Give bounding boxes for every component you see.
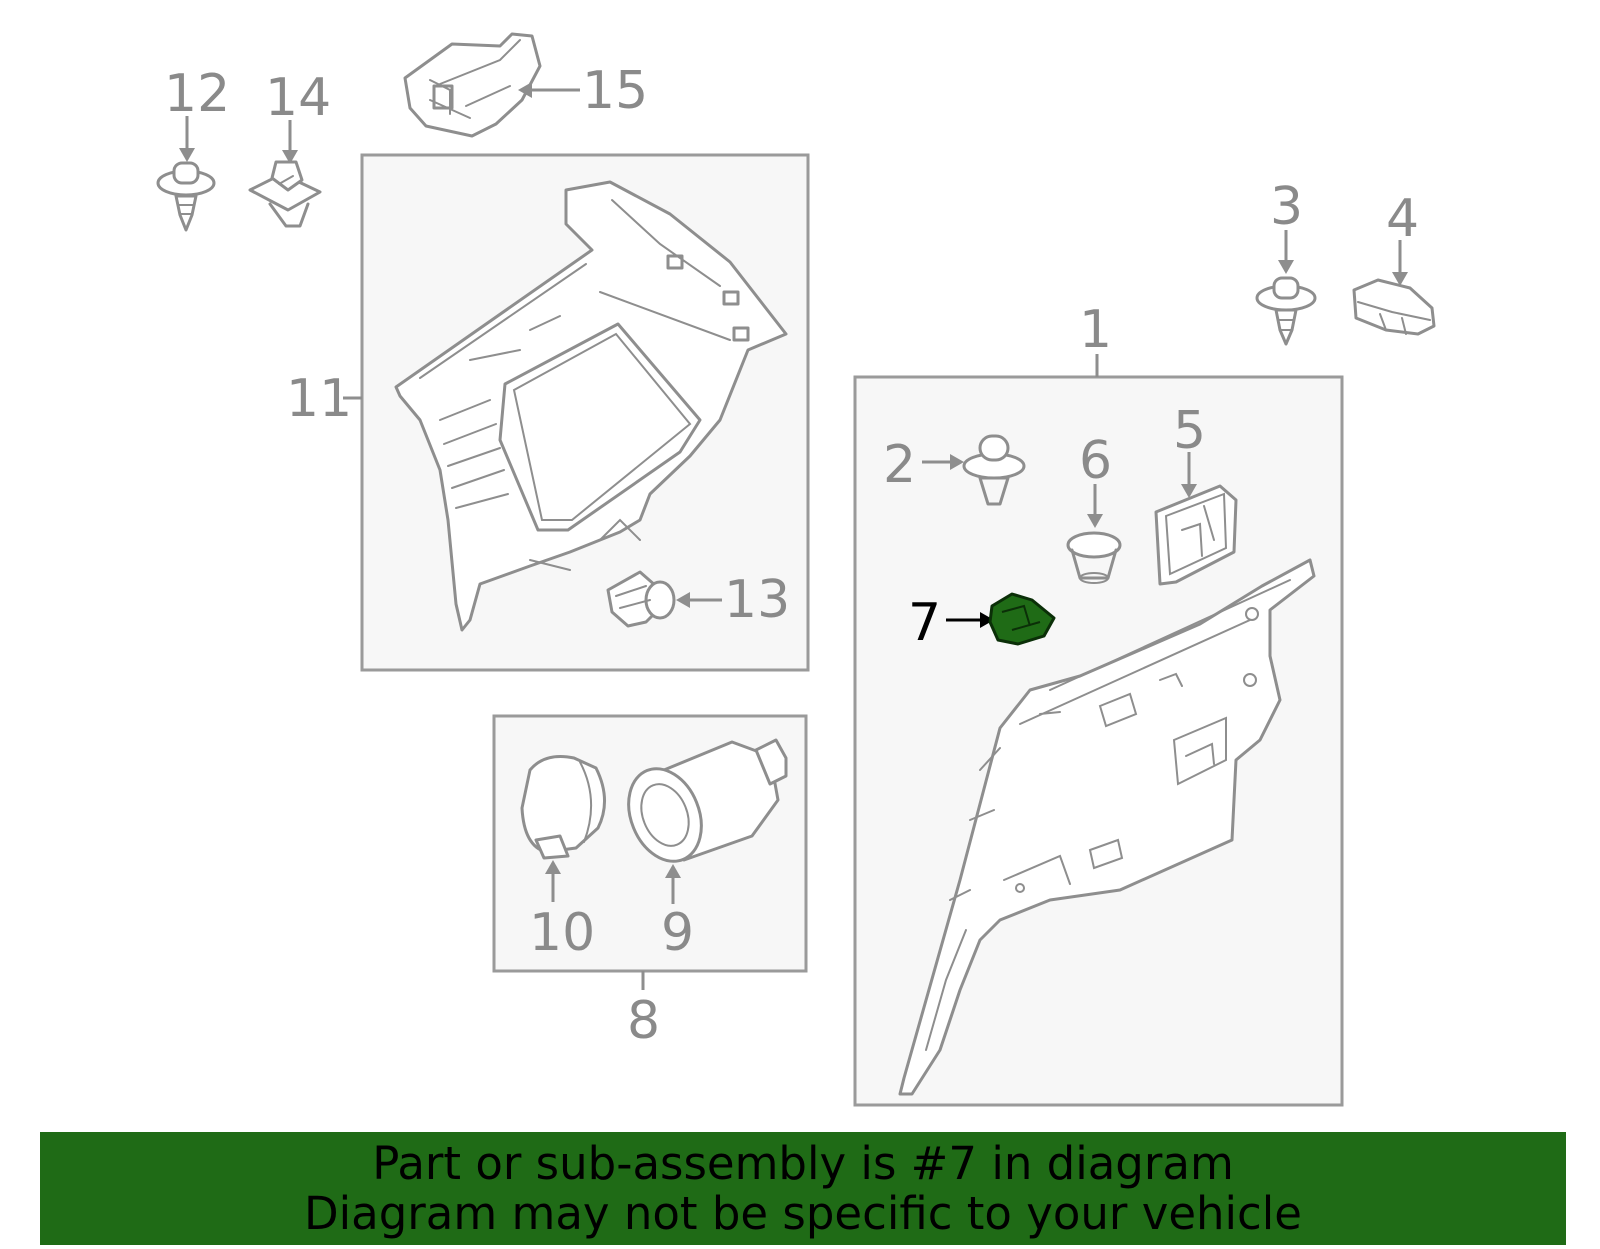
callout-13: 13 — [724, 570, 790, 630]
callout-11: 11 — [286, 369, 352, 429]
callout-2: 2 — [883, 435, 916, 495]
banner-line-2: Diagram may not be specific to your vehi… — [304, 1186, 1302, 1240]
callout-7: 7 — [908, 593, 941, 653]
callout-10: 10 — [529, 903, 595, 963]
callout-12: 12 — [164, 64, 230, 124]
banner-line-1: Part or sub-assembly is #7 in diagram — [372, 1136, 1234, 1190]
part-9-socket — [627, 738, 788, 904]
part-13-clip — [606, 570, 722, 628]
callout-5: 5 — [1173, 401, 1206, 461]
part-6-grommet — [1066, 484, 1122, 584]
part-2-clip — [922, 434, 1026, 506]
callout-6: 6 — [1079, 431, 1112, 491]
part-12-clip — [156, 116, 216, 232]
callout-3: 3 — [1270, 177, 1303, 237]
part-10-cap — [520, 755, 607, 902]
callout-14: 14 — [265, 68, 331, 128]
part-5-cover — [1154, 452, 1238, 586]
part-15-bracket — [403, 32, 580, 138]
callout-15: 15 — [582, 61, 648, 121]
callout-8: 8 — [627, 991, 660, 1051]
callout-9: 9 — [661, 903, 694, 963]
callout-1: 1 — [1079, 300, 1112, 360]
part-11-upper-trim — [394, 180, 788, 632]
part-3-clip — [1255, 230, 1317, 346]
part-14-clip — [248, 120, 322, 228]
part-7-clip-highlighted — [946, 592, 1056, 646]
info-banner: Part or sub-assembly is #7 in diagram Di… — [40, 1132, 1566, 1245]
callout-4: 4 — [1386, 189, 1419, 249]
part-1-lower-trim — [898, 558, 1316, 1096]
part-4-cover — [1352, 240, 1436, 336]
